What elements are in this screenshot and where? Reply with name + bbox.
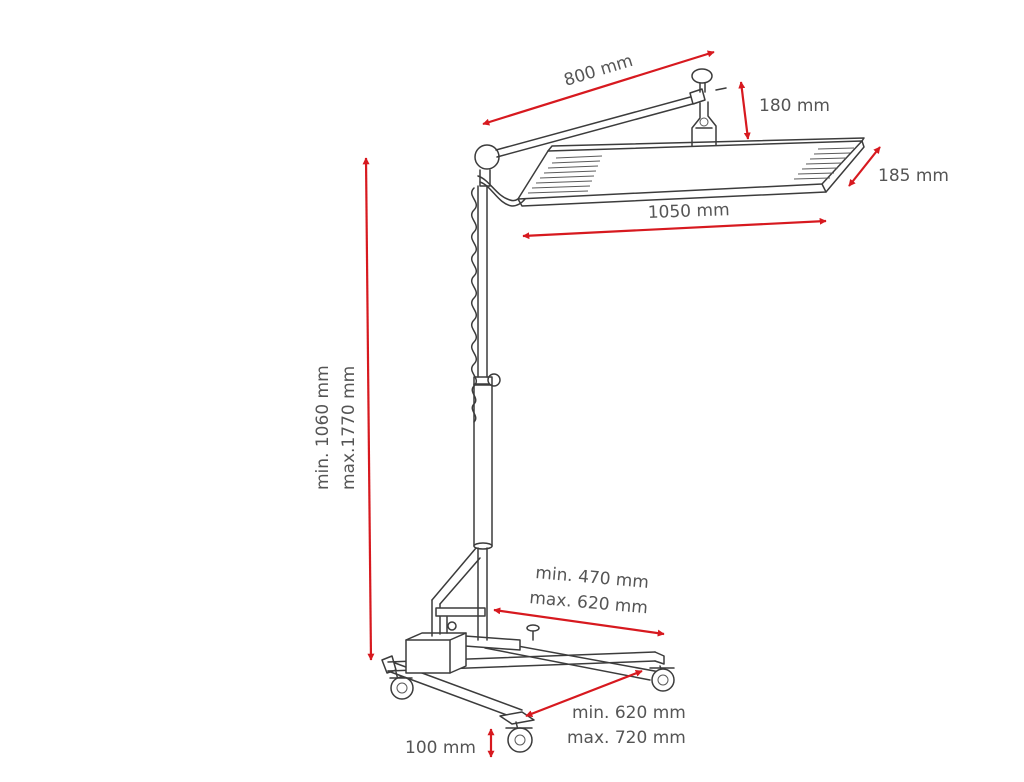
dim-arrow-lamp-height xyxy=(738,81,751,140)
column xyxy=(471,185,501,641)
lamp-panel xyxy=(517,137,865,207)
label-base-depth-min: min. 620 mm xyxy=(572,703,686,723)
dimension-labels: 800 mm 180 mm 185 mm 1050 mm min. 1060 m… xyxy=(313,51,949,758)
label-lamp-width: 1050 mm xyxy=(647,200,729,223)
caster-left xyxy=(389,671,414,700)
lamp-vents-right xyxy=(793,147,855,180)
label-base-width-max: max. 620 mm xyxy=(529,588,649,618)
lamp-vents-left xyxy=(527,155,603,194)
label-height-min: min. 1060 mm xyxy=(313,365,333,490)
label-ground-clearance: 100 mm xyxy=(405,738,476,758)
support-strut xyxy=(431,547,486,637)
dim-arrow-base-depth xyxy=(525,669,643,718)
dim-arrow-lamp-width xyxy=(522,217,827,240)
dim-arrow-lamp-depth xyxy=(848,146,881,187)
label-lamp-height: 180 mm xyxy=(759,96,830,116)
label-base-width-min: min. 470 mm xyxy=(535,563,650,593)
dim-arrow-base-width xyxy=(493,607,665,637)
dim-arrow-arm-length xyxy=(482,50,715,126)
label-lamp-depth: 185 mm xyxy=(878,166,949,186)
caster-front xyxy=(505,721,533,753)
label-height-max: max.1770 mm xyxy=(339,366,359,490)
power-supply-box xyxy=(405,616,467,674)
dimension-arrows xyxy=(362,50,881,758)
caster-right xyxy=(649,665,675,692)
stand-drawing xyxy=(381,68,865,753)
dim-arrow-total-height xyxy=(362,157,375,661)
label-arm-length: 800 mm xyxy=(562,51,636,91)
label-base-depth-max: max. 720 mm xyxy=(567,728,686,748)
